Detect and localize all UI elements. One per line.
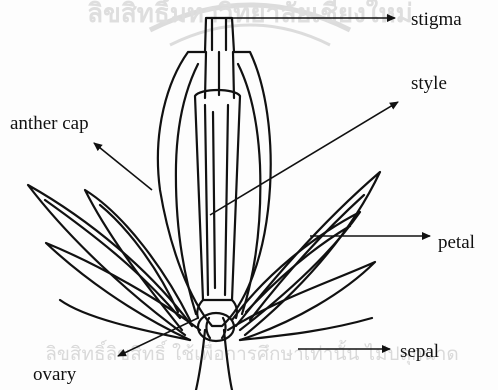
petal-right-inner [232,212,360,330]
watermark-top-text: ลิขสิทธิ์มหาวิทยาลัยเชียงใหม่ [87,0,413,29]
style [195,90,240,300]
label-petal: petal [438,233,475,252]
label-sepal: sepal [400,342,439,361]
anther-cap-pointer [94,143,152,190]
label-ovary: ovary [33,365,76,384]
label-style: style [411,74,447,93]
petal-left-inner [85,190,190,330]
watermark-bottom-text: ลิขสิทธิ์ลิขสิทธิ์ ใช้เพื่อการศึกษาเท่าน… [45,339,458,366]
label-stigma: stigma [411,10,462,29]
label-anther-cap: anther cap [10,114,89,133]
sepal-right [228,262,375,340]
